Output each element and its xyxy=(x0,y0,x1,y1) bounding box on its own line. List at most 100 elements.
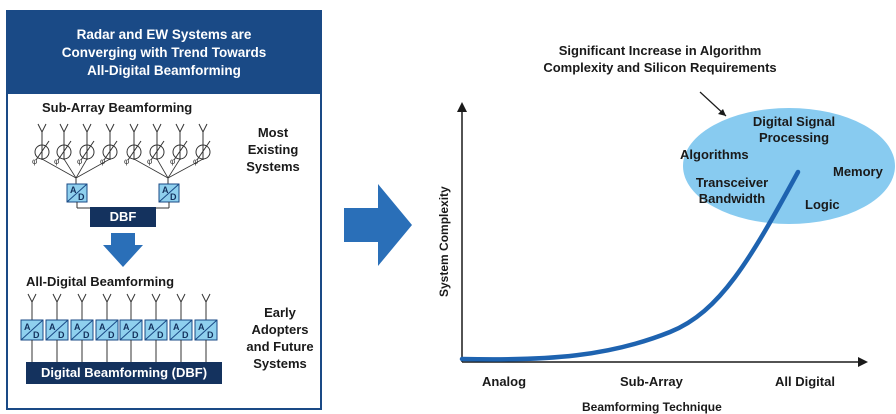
phase-symbol: φ xyxy=(124,157,129,166)
antenna-icon xyxy=(59,123,69,134)
bubble-dsp-line-2: Processing xyxy=(758,130,830,145)
adc-diagonal xyxy=(20,319,44,341)
antenna-icon xyxy=(126,293,136,304)
adc-label-d: D xyxy=(58,330,65,340)
bubble-logic-label: Logic xyxy=(805,197,840,212)
adc-label-d: D xyxy=(182,330,189,340)
adc-diagonal xyxy=(119,319,143,341)
annotation-line-1: Significant Increase in Algorithm xyxy=(558,43,762,58)
adc-label-a: A xyxy=(70,185,77,195)
combiner-line xyxy=(133,158,169,179)
annotation-pointer-head xyxy=(718,109,726,116)
combiner-line xyxy=(75,158,111,179)
adc-label-d: D xyxy=(33,330,40,340)
antenna-icon xyxy=(176,293,186,304)
bubble-transceiver-label: Transceiver Bandwidth xyxy=(692,175,772,207)
x-tick-analog: Analog xyxy=(482,374,527,389)
adc-label-d: D xyxy=(170,192,177,202)
adc-diagonal xyxy=(144,319,168,341)
phase-symbol: φ xyxy=(54,157,59,166)
phase-shifter-slash xyxy=(127,140,142,161)
y-axis-title: System Complexity xyxy=(437,186,451,297)
adc-diagonal xyxy=(70,319,94,341)
sub-array-side-line-1: Most xyxy=(257,125,289,140)
all-digital-side-line-1: Early xyxy=(264,305,296,320)
adc-label-d: D xyxy=(83,330,90,340)
antenna-icon xyxy=(105,123,115,134)
panel-header: Radar and EW Systems are Converging with… xyxy=(8,12,320,94)
all-digital-title: All-Digital Beamforming xyxy=(26,274,175,289)
adc-label-d: D xyxy=(207,330,214,340)
phase-shifter-slash xyxy=(150,140,165,161)
phase-symbol: φ xyxy=(32,157,37,166)
sub-array-side-text: Most Existing Systems xyxy=(238,124,308,175)
adc-label-d: D xyxy=(78,192,85,202)
requirements-bubble xyxy=(683,108,895,224)
adc-label-a: A xyxy=(74,322,81,332)
sub-array-dbf-box: DBF xyxy=(90,207,156,227)
adc-label-a: A xyxy=(123,322,130,332)
phase-symbol: φ xyxy=(147,157,152,166)
adc-label-a: A xyxy=(198,322,205,332)
chart-annotation: Significant Increase in Algorithm Comple… xyxy=(520,42,800,76)
phase-symbol: φ xyxy=(193,157,198,166)
adc-label-d: D xyxy=(157,330,164,340)
bubble-algorithms-label: Algorithms xyxy=(680,147,749,162)
sub-array-side-line-3: Systems xyxy=(246,159,300,174)
all-digital-side-line-3: and Future xyxy=(246,339,314,354)
combiner-line xyxy=(75,158,88,179)
phase-symbol: φ xyxy=(100,157,105,166)
x-axis-title: Beamforming Technique xyxy=(582,400,722,414)
right-arrow-icon xyxy=(344,184,412,266)
panel-header-line-2: Converging with Trend Towards xyxy=(61,45,267,60)
phase-symbol: φ xyxy=(77,157,82,166)
adc-diagonal xyxy=(95,319,119,341)
down-arrow-icon xyxy=(103,233,143,267)
antenna-icon xyxy=(82,123,92,134)
adc-diagonal xyxy=(194,319,218,341)
panel-header-line-1: Radar and EW Systems are xyxy=(76,27,252,42)
bubble-dsp-label: Digital Signal Processing xyxy=(748,114,840,146)
phase-shifter-slash xyxy=(57,140,72,161)
all-digital-side-line-2: Adopters xyxy=(251,322,309,337)
adc-label-a: A xyxy=(148,322,155,332)
bubble-transceiver-line-2: Bandwidth xyxy=(698,191,766,206)
adc-label-a: A xyxy=(49,322,56,332)
adc-diagonal xyxy=(66,183,88,203)
adc-label-a: A xyxy=(24,322,31,332)
adc-diagonal xyxy=(45,319,69,341)
combiner-line xyxy=(41,158,77,179)
panel-header-line-3: All-Digital Beamforming xyxy=(87,63,241,78)
phase-shifter-slash xyxy=(35,140,50,161)
beamforming-panel: Radar and EW Systems are Converging with… xyxy=(6,10,322,410)
all-digital-dbf-box: Digital Beamforming (DBF) xyxy=(26,362,222,384)
antenna-icon xyxy=(129,123,139,134)
adc-label-a: A xyxy=(99,322,106,332)
antenna-icon xyxy=(151,293,161,304)
antenna-icon xyxy=(175,123,185,134)
adc-diagonal xyxy=(169,319,193,341)
y-axis-arrow xyxy=(457,102,467,112)
bubble-dsp-line-1: Digital Signal xyxy=(752,114,836,129)
adc-label-d: D xyxy=(132,330,139,340)
phase-shifter-slash xyxy=(196,140,211,161)
phase-symbol: φ xyxy=(170,157,175,166)
annotation-line-2: Complexity and Silicon Requirements xyxy=(543,60,777,75)
bubble-memory-label: Memory xyxy=(833,164,883,179)
all-digital-side-line-4: Systems xyxy=(253,356,307,371)
adc-diagonal xyxy=(158,183,180,203)
sub-array-title: Sub-Array Beamforming xyxy=(42,100,193,115)
sub-array-side-line-2: Existing xyxy=(247,142,299,157)
antenna-icon xyxy=(152,123,162,134)
combiner-line xyxy=(167,158,204,179)
x-axis-arrow xyxy=(858,357,868,367)
adc-label-a: A xyxy=(173,322,180,332)
antenna-icon xyxy=(102,293,112,304)
phase-shifter-slash xyxy=(173,140,188,161)
antenna-icon xyxy=(52,293,62,304)
antenna-icon xyxy=(37,123,47,134)
